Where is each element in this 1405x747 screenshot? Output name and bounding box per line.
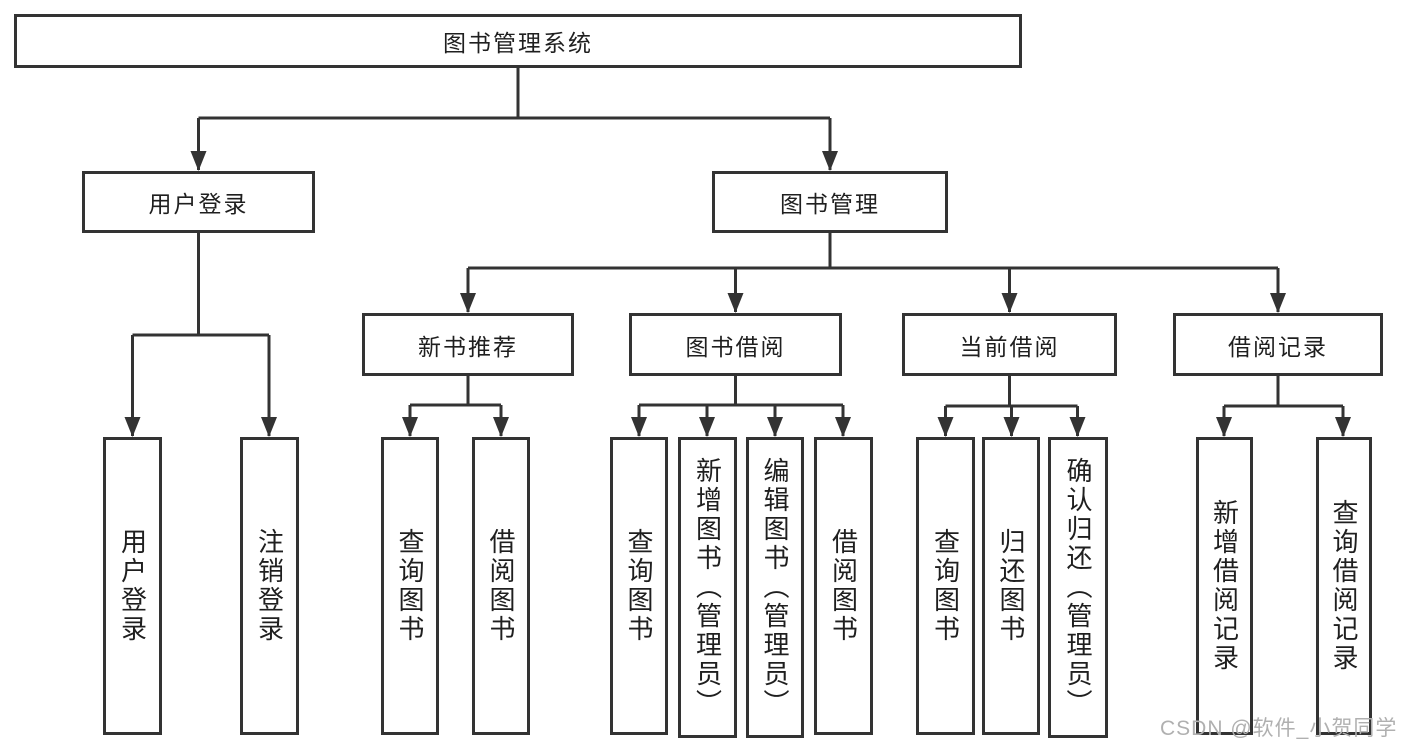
leaf-return-books: 归还图书 bbox=[982, 437, 1040, 735]
node-book-management: 图书管理 bbox=[712, 171, 948, 233]
leaf-user-login: 用户登录 bbox=[103, 437, 162, 735]
leaf-query-books-borrowing: 查询图书 bbox=[610, 437, 668, 735]
connector-arrows bbox=[124, 118, 1351, 437]
leaf-borrow-books-recommend: 借阅图书 bbox=[472, 437, 530, 735]
leaf-borrow-books-borrowing: 借阅图书 bbox=[814, 437, 873, 735]
csdn-watermark: CSDN @软件_小贺同学 bbox=[1160, 717, 1398, 740]
leaf-query-books-current: 查询图书 bbox=[916, 437, 975, 735]
node-user-login: 用户登录 bbox=[82, 171, 315, 233]
node-library-management-system: 图书管理系统 bbox=[14, 14, 1022, 68]
leaf-edit-books-admin: 编辑图书（管理员） bbox=[746, 437, 804, 738]
node-book-borrowing: 图书借阅 bbox=[629, 313, 842, 376]
leaf-query-books-recommend: 查询图书 bbox=[381, 437, 439, 735]
leaf-add-books-admin: 新增图书（管理员） bbox=[678, 437, 737, 738]
node-current-borrowing: 当前借阅 bbox=[902, 313, 1117, 376]
node-borrowing-records: 借阅记录 bbox=[1173, 313, 1383, 376]
leaf-query-borrow-record: 查询借阅记录 bbox=[1316, 437, 1372, 735]
leaf-add-borrow-record: 新增借阅记录 bbox=[1196, 437, 1253, 735]
leaf-logout: 注销登录 bbox=[240, 437, 299, 735]
node-new-book-recommendation: 新书推荐 bbox=[362, 313, 574, 376]
leaf-confirm-return-admin: 确认归还（管理员） bbox=[1048, 437, 1108, 738]
connector-trunks bbox=[132, 68, 1343, 408]
